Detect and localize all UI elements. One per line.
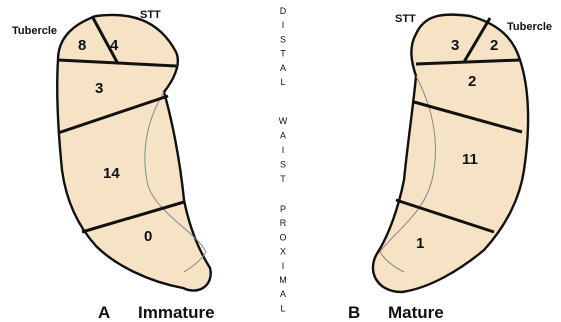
panel-b-waist-count: 11 — [462, 151, 478, 168]
waist-axis-letter: A — [280, 131, 286, 141]
panel-b-stt-count: 3 — [451, 37, 459, 54]
panel-b-stt-label: STT — [395, 13, 416, 25]
waist-axis-letter: T — [280, 174, 286, 184]
panel-b-scaphoid-outline — [373, 15, 528, 292]
proximal-axis-letter: L — [280, 303, 285, 313]
panel-b-tubercle-label: Tubercle — [507, 21, 552, 33]
panel-a-distal-count: 3 — [95, 80, 103, 97]
waist-axis-letter: W — [279, 116, 288, 126]
panel-a-caption: Immature — [138, 303, 215, 322]
distal-axis-letter: T — [280, 49, 286, 59]
panel-b-tubercle-count: 2 — [490, 37, 498, 54]
panel-a-waist-count: 14 — [103, 165, 120, 182]
panel-a-proximal-count: 0 — [144, 228, 152, 245]
proximal-axis-letter: R — [280, 218, 287, 228]
panel-b-distal-count: 2 — [468, 73, 476, 90]
panel-a-letter: A — [98, 303, 110, 322]
panel-b-proximal-count: 1 — [416, 235, 424, 252]
distal-axis-letter: A — [280, 63, 286, 73]
distal-axis-letter: I — [282, 20, 285, 30]
distal-axis-letter: D — [280, 6, 287, 16]
panel-a-tubercle-label: Tubercle — [12, 25, 57, 37]
waist-axis-letter: I — [282, 145, 285, 155]
proximal-axis-letter: I — [282, 261, 285, 271]
panel-a-diagram: Tubercle STT 8 4 3 14 0 — [12, 9, 211, 291]
proximal-axis-letter: O — [279, 232, 286, 242]
panel-a-scaphoid-outline — [57, 15, 210, 291]
panel-a-tubercle-count: 8 — [78, 37, 86, 54]
proximal-axis-letter: A — [280, 289, 286, 299]
panel-b-letter: B — [348, 303, 360, 322]
panel-a-stt-label: STT — [140, 9, 161, 21]
proximal-axis-letter: X — [280, 247, 286, 257]
distal-axis-letter: L — [280, 77, 285, 87]
panel-a-stt-count: 4 — [110, 37, 119, 54]
proximal-axis-letter: P — [280, 204, 286, 214]
distal-axis-letter: S — [280, 34, 286, 44]
panel-b-caption: Mature — [388, 303, 444, 322]
panel-b-diagram: STT Tubercle 3 2 2 11 1 — [373, 13, 552, 292]
proximal-axis-letter: M — [279, 275, 287, 285]
waist-axis-letter: S — [280, 160, 286, 170]
